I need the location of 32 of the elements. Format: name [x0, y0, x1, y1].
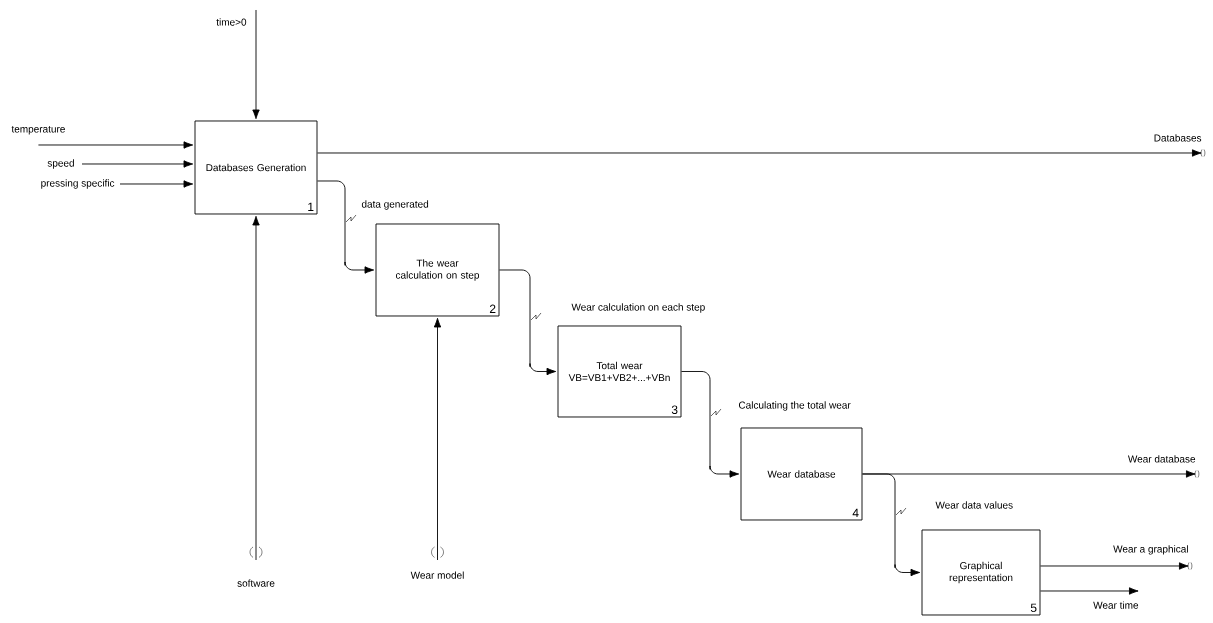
arrow: [317, 180, 375, 274]
arrow: [252, 9, 260, 120]
edge-label: Wear data values: [934, 500, 1015, 510]
arrow-text: pressing specific: [41, 179, 115, 189]
box-number: 5: [1030, 603, 1037, 612]
arrow: [317, 149, 1202, 157]
arrow: [252, 215, 260, 561]
box-number: 4: [852, 508, 859, 517]
arrow: [1040, 587, 1139, 595]
arrow-text: Wear model: [410, 571, 464, 579]
arrow: [119, 180, 194, 188]
arrow: [433, 317, 442, 561]
edge-label: Wear calculation on each step: [570, 302, 707, 314]
edge-label: Calculating the total wear: [737, 400, 852, 412]
arrow-text: software: [237, 579, 275, 587]
arrow-text: speed: [47, 159, 74, 169]
arrow: [81, 160, 194, 168]
arrow-text: time>0: [216, 18, 247, 26]
box-number: 2: [489, 304, 496, 313]
arrow-text: Wear database: [1127, 455, 1196, 463]
box-number: 1: [308, 202, 314, 211]
arrow: [37, 141, 194, 149]
arrow-text: Databases: [1154, 134, 1202, 142]
arrow-text: Wear time: [1093, 601, 1139, 609]
edge-label: data generated: [360, 199, 430, 211]
arrow: [499, 269, 557, 376]
arrow: [862, 473, 921, 577]
box-number: 3: [671, 405, 678, 414]
arrow: [681, 371, 740, 478]
arrow-text: temperature: [11, 126, 65, 135]
arrow: [1040, 562, 1189, 570]
arrow-text: Wear a graphical: [1113, 545, 1188, 555]
